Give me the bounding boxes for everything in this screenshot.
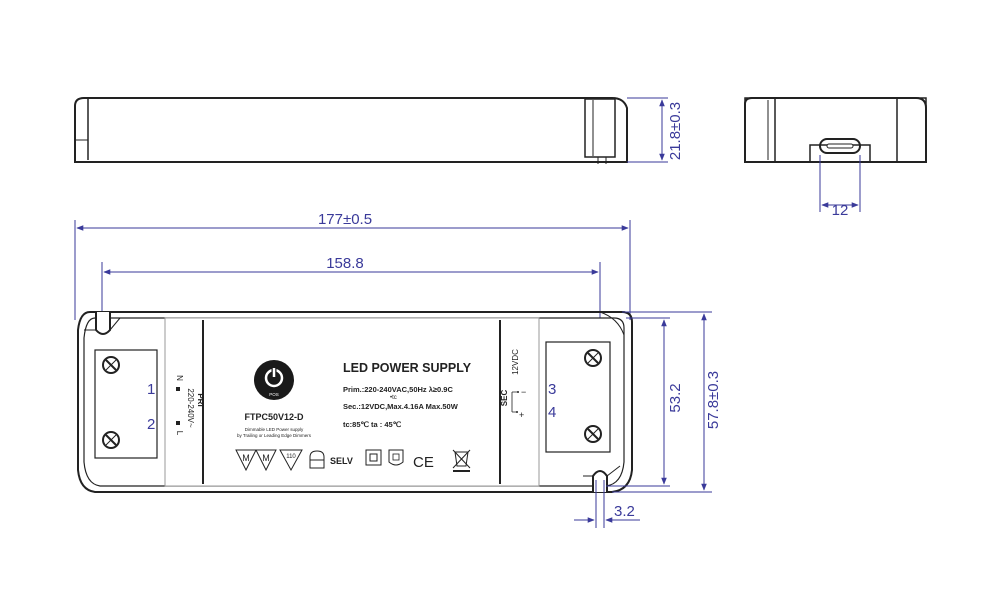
pri-voltage-label: 220-240V~ (186, 388, 195, 428)
m-mark-2: M (262, 453, 270, 463)
secondary-spec: Sec.:12VDC,Max.4.16A Max.50W (343, 402, 459, 411)
terminal-4: 4 (548, 404, 556, 421)
height-dimension: 21.8±0.3 (667, 102, 684, 160)
sec-label: SEC (500, 390, 509, 407)
tc-mark: •tc (390, 395, 397, 401)
inner-width-dimension: 53.2 (667, 383, 684, 412)
screw-icon (102, 431, 120, 449)
weee-bin-icon (452, 449, 471, 472)
width-dimensions (606, 311, 712, 493)
selv-mark: SELV (330, 456, 353, 466)
total-length-dimension: 177±0.5 (318, 211, 372, 228)
lamp-cap-icon (309, 450, 325, 469)
n-label: N (175, 375, 184, 381)
primary-spec: Prim.:220-240VAC,50Hz λ≥0.9C (343, 385, 453, 394)
ce-mark: CE (413, 454, 434, 471)
slot-dimension (574, 480, 640, 528)
minus-label: − (521, 387, 526, 397)
side-view-top (74, 97, 668, 164)
mm-triangle-icon (235, 449, 277, 472)
pos-logo-text: POS (269, 392, 279, 397)
pri-label: PRI (196, 393, 205, 406)
description-line-1: Dimmable LED Power supply (245, 427, 304, 432)
terminal-3: 3 (548, 381, 556, 398)
screw-icon (584, 425, 602, 443)
hole-spacing-dimension: 158.8 (326, 255, 364, 272)
terminal-1: 1 (147, 381, 155, 398)
plan-dimensions (74, 220, 631, 320)
double-insulation-icon (365, 449, 382, 466)
terminal-2: 2 (147, 416, 155, 433)
label-title: LED POWER SUPPLY (343, 361, 472, 375)
temp-110-text: 110 (286, 454, 296, 460)
total-width-dimension: 57.8±0.3 (705, 371, 722, 429)
screw-icon (584, 349, 602, 367)
temp-110-triangle-icon (279, 449, 303, 472)
description-line-2: by Trailing or Leading Edge Dimmers (237, 433, 312, 438)
sec-voltage-label: 12VDC (511, 349, 520, 375)
power-logo-icon (254, 360, 294, 400)
plus-label: + (519, 410, 524, 420)
temperature-spec: tc:85℃ ta : 45℃ (343, 420, 402, 429)
model-number: FTPC50V12-D (244, 412, 304, 422)
end-view (744, 97, 927, 212)
slot-width-dimension: 3.2 (614, 503, 635, 520)
fuse-shield-icon (388, 449, 404, 466)
m-mark-1: M (242, 453, 250, 463)
screw-icon (102, 356, 120, 374)
port-width-dimension: 12 (832, 202, 849, 219)
plan-view-body (77, 311, 633, 493)
l-label: L (175, 431, 184, 436)
